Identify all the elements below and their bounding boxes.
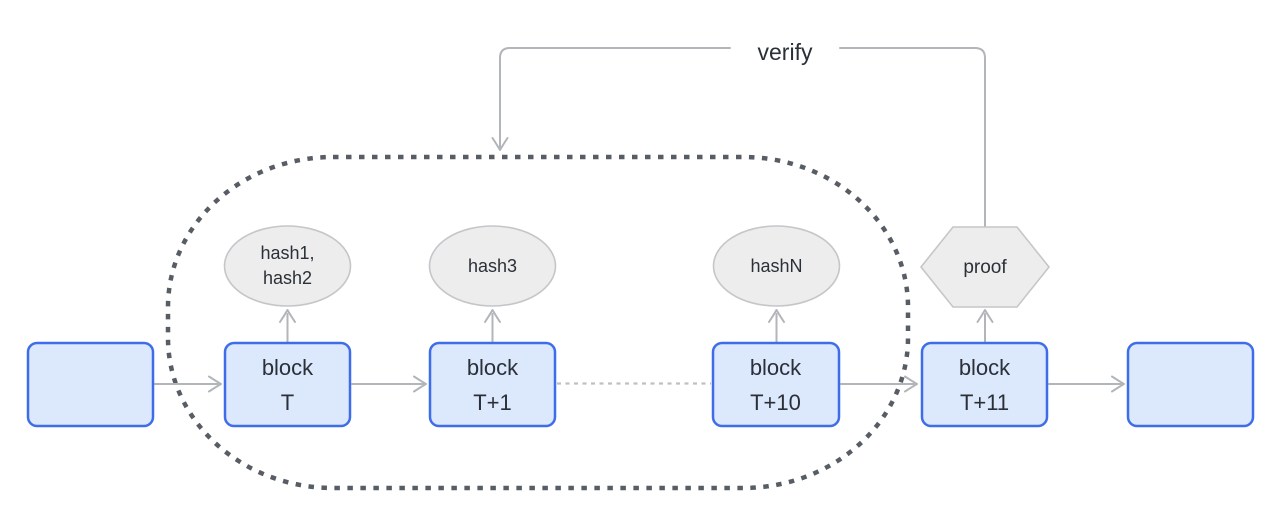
arrow-block-t11-to-right xyxy=(1048,375,1125,393)
proof-hexagon xyxy=(919,226,1051,308)
hash-label-line: hash3 xyxy=(467,255,518,276)
block-label-line: block xyxy=(958,354,1011,380)
arrowhead-right-icon xyxy=(1111,375,1125,393)
block-t11-label: block T+11 xyxy=(922,343,1047,426)
arrowhead-right-icon xyxy=(208,375,222,393)
proof-label: proof xyxy=(935,253,1035,283)
block-right-label xyxy=(1128,343,1253,426)
arrowhead-right-icon xyxy=(413,375,427,393)
verify-arrowhead-down-icon xyxy=(491,137,509,151)
block-label-line: T+10 xyxy=(750,389,801,415)
arrow-block-t1-to-hash xyxy=(484,309,501,344)
verify-label-text: verify xyxy=(757,39,813,65)
arrowhead-up-icon xyxy=(976,309,994,323)
hash-label-3: hashN xyxy=(716,236,837,296)
block-label-line: T+11 xyxy=(959,389,1010,415)
hash-ellipse-1 xyxy=(223,225,352,307)
hash-label-line: hash2 xyxy=(262,268,313,288)
block-t10-rect xyxy=(711,341,841,428)
block-label-line: block xyxy=(466,354,519,380)
block-t-rect xyxy=(223,341,352,428)
block-label-line: T+1 xyxy=(473,389,512,415)
block-t1-rect xyxy=(428,341,557,428)
verification-scope-outline xyxy=(165,154,911,491)
block-label-line: T xyxy=(280,389,295,415)
hash-label-line: hash1, xyxy=(260,243,315,263)
verify-label: verify xyxy=(730,38,840,66)
arrowhead-up-icon xyxy=(768,309,785,323)
hash-label-1: hash1, hash2 xyxy=(227,236,348,296)
arrow-block-t11-to-proof xyxy=(976,309,994,344)
block-t11-rect xyxy=(920,341,1049,428)
block-t10-label: block T+10 xyxy=(713,343,838,426)
hash-label-2: hash3 xyxy=(432,236,553,296)
block-t-label: block T xyxy=(225,343,350,426)
arrow-block-t10-to-t11 xyxy=(840,375,918,393)
arrow-left-to-block-t xyxy=(152,375,222,393)
verify-connector-right-segment xyxy=(839,47,986,228)
arrowhead-right-icon xyxy=(904,375,918,393)
arrow-block-t10-to-hash xyxy=(768,309,785,344)
arrowhead-up-icon xyxy=(484,309,501,323)
arrowhead-up-icon xyxy=(279,309,296,323)
hash-ellipse-2 xyxy=(428,225,557,307)
block-label-line: block xyxy=(261,354,314,380)
block-label-line: block xyxy=(749,354,802,380)
block-t1-label: block T+1 xyxy=(430,343,555,426)
verify-connector-left-segment xyxy=(499,47,731,148)
arrow-block-t-to-t1 xyxy=(351,375,427,393)
proof-label-text: proof xyxy=(963,257,1007,278)
verify-connector xyxy=(491,47,986,228)
block-left-label xyxy=(28,343,153,426)
block-right-rect xyxy=(1126,341,1255,428)
arrow-block-t-to-hash xyxy=(279,309,296,344)
hash-label-line: hashN xyxy=(750,255,803,276)
block-left-rect xyxy=(26,341,155,428)
hash-ellipse-3 xyxy=(712,225,841,307)
